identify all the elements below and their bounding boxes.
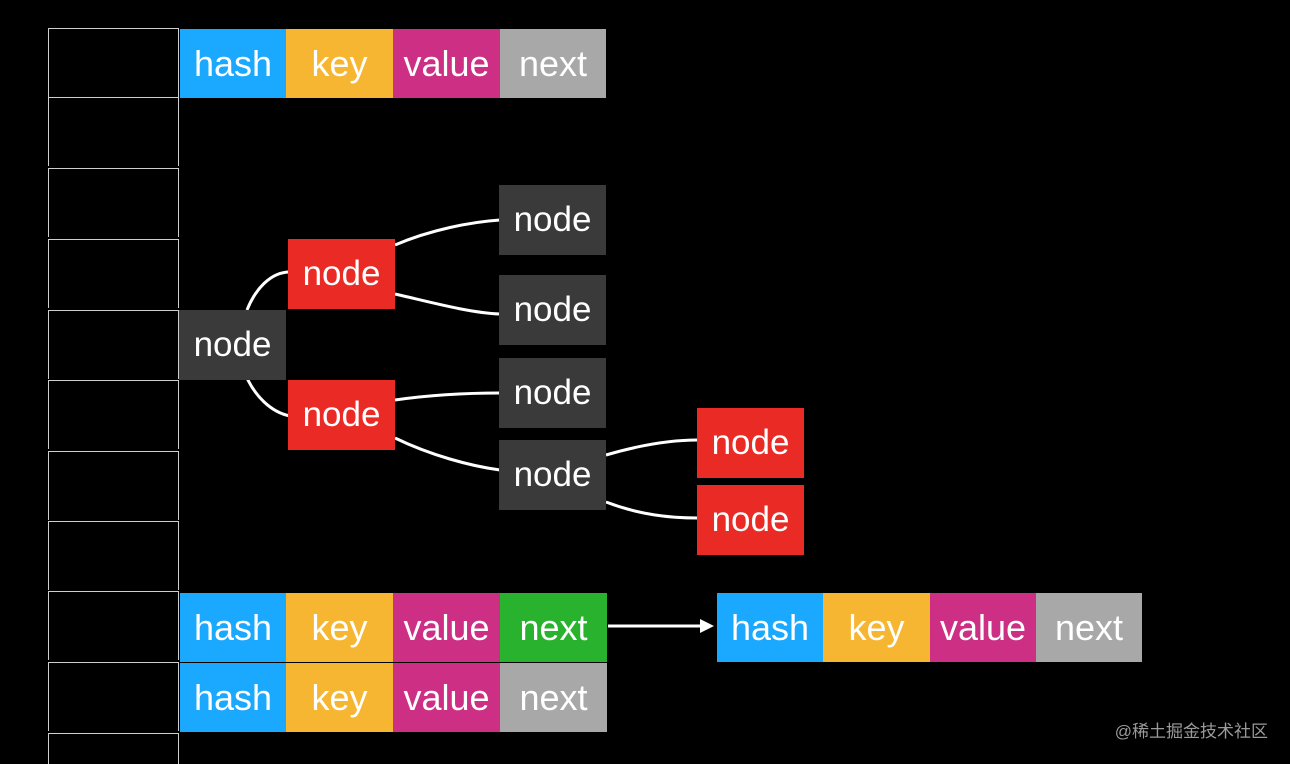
link-left-leaf1 — [394, 218, 501, 247]
entry-hash: hash — [717, 593, 823, 662]
link-left-leaf2 — [394, 292, 501, 316]
tree-leaf-node: node — [499, 440, 606, 510]
bucket-slot — [48, 239, 179, 308]
entry-next: next — [500, 663, 607, 732]
entry-value: value — [930, 593, 1036, 662]
entry-next-linked: next — [500, 593, 607, 662]
bucket-slot — [48, 662, 179, 731]
bucket-slot — [48, 28, 179, 97]
entry-value: value — [393, 29, 500, 98]
link-right-leaf3 — [394, 391, 501, 402]
tree-leaf-node: node — [499, 185, 606, 255]
link-root-left — [245, 270, 291, 311]
link-root-right — [245, 377, 291, 418]
chain-arrow-head — [700, 619, 714, 633]
bucket-slot — [48, 733, 179, 764]
entry-key: key — [286, 593, 393, 662]
bucket-slot — [48, 591, 179, 660]
tree-leaf-node: node — [499, 358, 606, 428]
link-right-leaf4 — [394, 436, 501, 472]
entry-hash: hash — [180, 593, 286, 662]
entry-value: value — [393, 663, 500, 732]
bucket-slot — [48, 97, 179, 166]
bucket-slot — [48, 310, 179, 379]
bucket-slot — [48, 521, 179, 590]
bucket-slot — [48, 451, 179, 520]
entry-hash: hash — [180, 29, 286, 98]
entry-key: key — [286, 29, 393, 98]
tree-leaf-node: node — [499, 275, 606, 345]
entry-next: next — [1036, 593, 1142, 662]
tree-red-node-left: node — [288, 239, 395, 309]
tree-root-node: node — [179, 310, 286, 380]
entry-key: key — [823, 593, 930, 662]
entry-hash: hash — [180, 663, 286, 732]
tree-red-child-node: node — [697, 485, 804, 555]
bucket-slot — [48, 168, 179, 237]
bucket-slot — [48, 380, 179, 449]
entry-key: key — [286, 663, 393, 732]
tree-red-node-right: node — [288, 380, 395, 450]
tree-red-child-node: node — [697, 408, 804, 478]
entry-value: value — [393, 593, 500, 662]
link-leaf4-red2 — [605, 500, 699, 520]
entry-next: next — [500, 29, 606, 98]
watermark: @稀土掘金技术社区 — [1114, 722, 1268, 741]
link-leaf4-red1 — [605, 438, 699, 457]
